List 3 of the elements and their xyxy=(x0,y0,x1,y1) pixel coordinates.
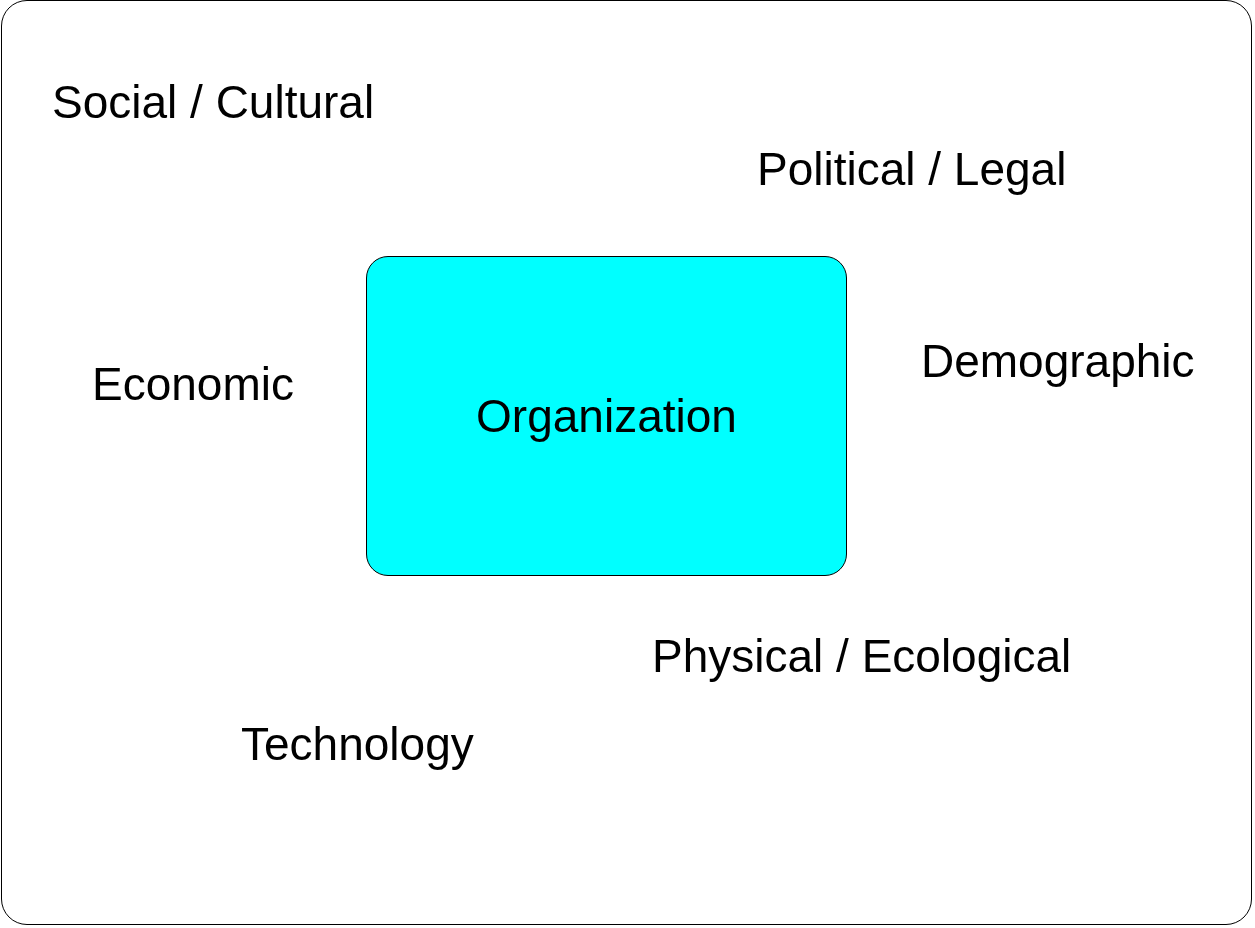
factor-label: Social / Cultural xyxy=(52,79,375,125)
factor-label: Economic xyxy=(92,361,294,407)
process-box xyxy=(366,256,847,576)
